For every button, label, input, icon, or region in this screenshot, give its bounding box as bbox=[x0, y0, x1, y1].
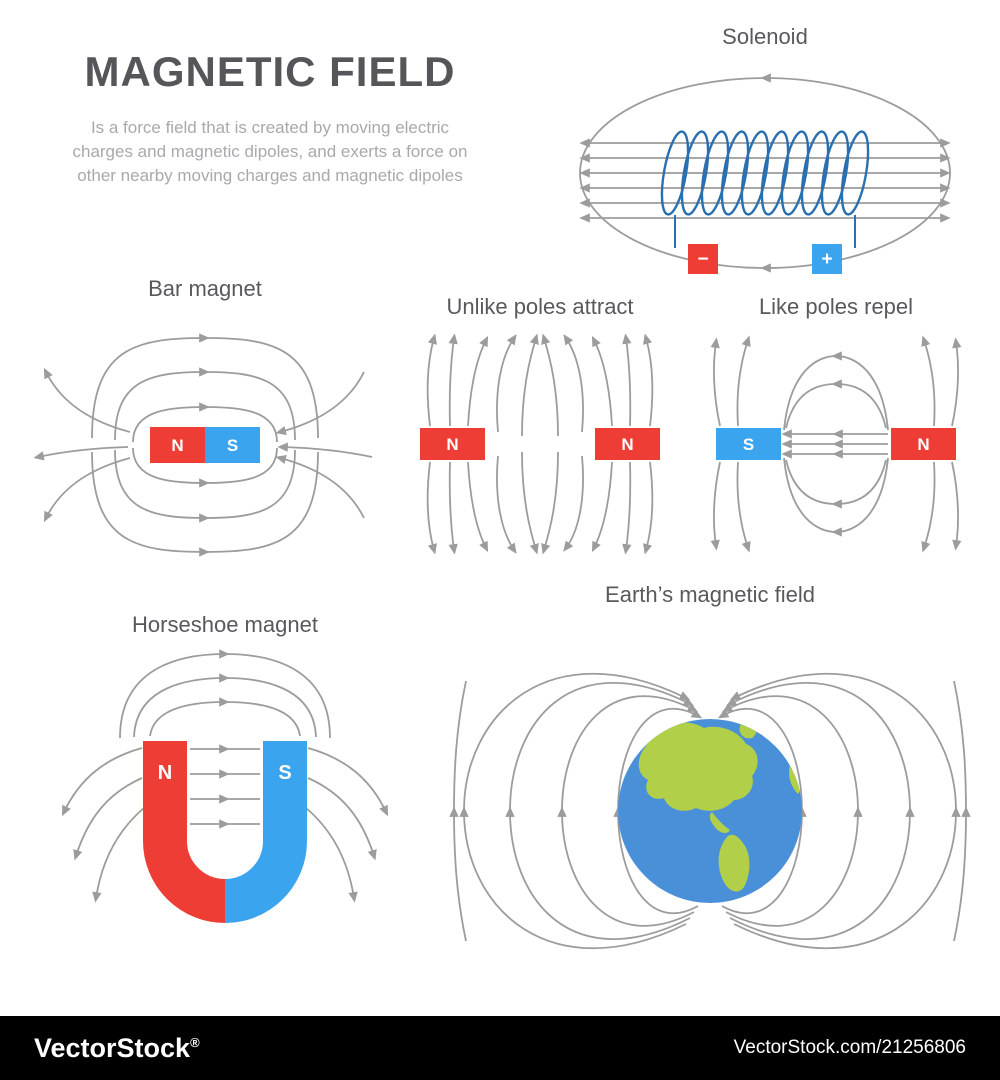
like-right-label: N bbox=[917, 435, 929, 454]
like-poles-diagram: S N bbox=[710, 335, 962, 553]
panel-unlike-poles: Unlike poles attract N N bbox=[406, 294, 674, 560]
bar-magnet-title: Bar magnet bbox=[148, 276, 262, 301]
horseshoe-north-label: N bbox=[158, 762, 172, 784]
like-poles-title: Like poles repel bbox=[758, 294, 914, 319]
earth-globe bbox=[618, 719, 802, 903]
bar-magnet-north-pole bbox=[150, 427, 205, 463]
unlike-right-label: N bbox=[621, 435, 633, 454]
like-left-label: S bbox=[743, 435, 754, 454]
vectorstock-brand-text: VectorStock bbox=[34, 1032, 191, 1063]
positive-terminal bbox=[812, 244, 842, 274]
horseshoe-diagram: N S bbox=[62, 649, 388, 923]
negative-terminal bbox=[688, 244, 718, 274]
positive-terminal-label: + bbox=[821, 249, 832, 270]
like-right-magnet bbox=[891, 428, 956, 460]
panel-horseshoe: Horseshoe magnet N S bbox=[45, 612, 405, 978]
image-credit: VectorStock.com/21256806 bbox=[733, 1037, 966, 1058]
unlike-right-magnet bbox=[595, 428, 660, 460]
unlike-poles-title: Unlike poles attract bbox=[446, 294, 634, 319]
earth-diagram bbox=[449, 672, 971, 950]
bar-magnet-field-lines bbox=[33, 333, 373, 557]
vectorstock-logo: VectorStock® bbox=[34, 1033, 200, 1064]
horseshoe-south-label: S bbox=[278, 762, 291, 784]
horseshoe-magnet-shape bbox=[143, 741, 307, 923]
bar-magnet-diagram: N S bbox=[33, 333, 373, 557]
unlike-left-magnet bbox=[420, 428, 485, 460]
like-left-magnet bbox=[716, 428, 781, 460]
bar-magnet-south-pole bbox=[205, 427, 260, 463]
horseshoe-field-lines bbox=[62, 649, 388, 903]
panel-solenoid: Solenoid − + bbox=[565, 24, 965, 293]
bar-magnet-south-label: S bbox=[227, 436, 238, 455]
panel-bar-magnet: Bar magnet N S bbox=[25, 276, 385, 580]
bar-magnet-north-label: N bbox=[171, 436, 183, 455]
like-poles-field-lines bbox=[710, 335, 962, 553]
unlike-left-label: N bbox=[446, 435, 458, 454]
solenoid-coil bbox=[660, 130, 870, 248]
header: MAGNETIC FIELD Is a force field that is … bbox=[60, 48, 480, 188]
panel-earth: Earth’s magnetic field bbox=[445, 582, 975, 1001]
page-title: MAGNETIC FIELD bbox=[84, 48, 456, 95]
horseshoe-title: Horseshoe magnet bbox=[132, 612, 318, 637]
negative-terminal-label: − bbox=[697, 249, 708, 270]
solenoid-diagram: − + bbox=[579, 73, 951, 274]
panel-like-poles: Like poles repel S N bbox=[702, 294, 970, 560]
registered-mark: ® bbox=[190, 1034, 200, 1050]
solenoid-title: Solenoid bbox=[722, 24, 808, 49]
earth-title: Earth’s magnetic field bbox=[605, 582, 815, 607]
unlike-poles-diagram: N N bbox=[420, 333, 660, 555]
unlike-poles-field-lines bbox=[426, 333, 654, 555]
page-description: Is a force field that is created by movi… bbox=[72, 118, 468, 186]
watermark-bar: VectorStock® VectorStock.com/21256806 bbox=[0, 1016, 1000, 1080]
